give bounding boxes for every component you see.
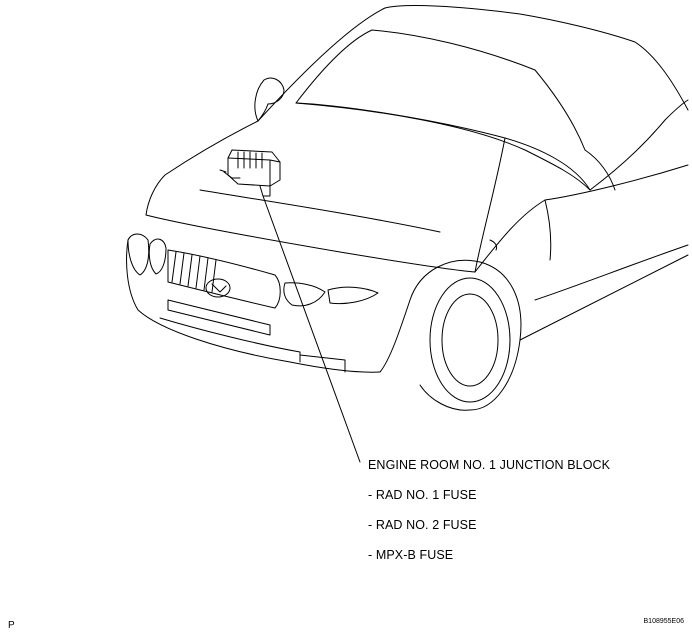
hood — [145, 102, 591, 273]
roof-and-windshield — [257, 5, 689, 191]
callout-leader-line — [262, 195, 361, 463]
front-wheel — [409, 259, 522, 411]
front-bumper — [126, 239, 411, 373]
right-headlight — [283, 282, 379, 307]
figure-id: B108955E06 — [643, 618, 684, 625]
callout-item-mpx-b: - MPX-B FUSE — [368, 548, 454, 562]
footer-left-code: P — [8, 620, 15, 631]
left-headlight — [127, 233, 167, 276]
callout-title: ENGINE ROOM NO. 1 JUNCTION BLOCK — [368, 458, 611, 472]
callout-item-rad-no-1: - RAD NO. 1 FUSE — [368, 488, 477, 502]
junction-block — [219, 149, 281, 197]
side-body — [474, 149, 689, 341]
side-mirror — [254, 77, 285, 122]
callout-item-rad-no-2: - RAD NO. 2 FUSE — [368, 518, 477, 532]
grille — [167, 249, 281, 309]
